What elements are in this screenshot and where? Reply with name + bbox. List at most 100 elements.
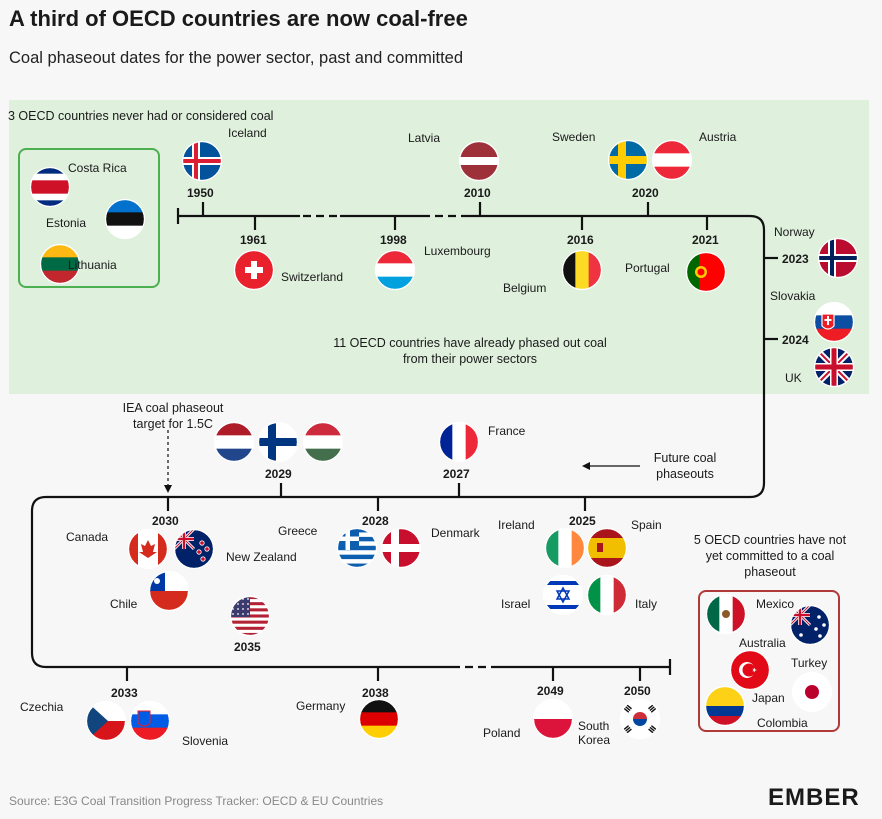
flag-japan-icon (791, 671, 833, 713)
label-lithuania: Lithuania (68, 258, 117, 272)
label-uk: UK (785, 371, 802, 385)
flag-italy-icon (586, 574, 628, 616)
flag-israel-icon (542, 574, 584, 616)
flag-czechia-icon (85, 700, 127, 742)
year-2025: 2025 (569, 514, 596, 528)
label-slovakia-2024: Slovakia (770, 289, 816, 303)
flag-germany-icon (358, 698, 400, 740)
label-greece: Greece (278, 524, 318, 538)
label-mexico: Mexico (756, 597, 795, 611)
label-new-zealand: New Zealand (226, 550, 297, 564)
label-poland: Poland (483, 726, 521, 740)
label-france: France (488, 424, 526, 438)
year-2016: 2016 (567, 233, 594, 247)
year-1998: 1998 (380, 233, 407, 247)
flag-switzerland-icon (233, 249, 275, 291)
flag-ireland-icon (544, 527, 586, 569)
year-2021: 2021 (692, 233, 719, 247)
label-japan: Japan (752, 691, 785, 705)
flag-finland-icon (257, 421, 299, 463)
year-2038: 2038 (362, 686, 389, 700)
flag-new-zealand-icon (173, 528, 215, 570)
year-2023: 2023 (782, 252, 809, 266)
future-note: Future coal phaseouts (653, 451, 717, 481)
flag-luxembourg-icon (374, 249, 416, 291)
label-switzerland: Switzerland (281, 270, 344, 284)
flag-latvia-icon (458, 140, 500, 182)
flag-chile-icon (148, 570, 190, 612)
label-iceland: Iceland (228, 126, 267, 140)
flag-norway-icon (817, 237, 859, 279)
label-czechia: Czechia (20, 700, 64, 714)
label-south-korea: South Korea (578, 719, 611, 747)
phased-out-note: 11 OECD countries have already phased ou… (333, 336, 607, 366)
year-2010: 2010 (464, 186, 491, 200)
label-belgium: Belgium (503, 281, 547, 295)
never-coal-box (18, 148, 160, 288)
label-latvia: Latvia (408, 131, 441, 145)
flag-poland-icon (532, 698, 574, 740)
flag-colombia-icon (704, 685, 746, 727)
flag-usa-icon (229, 595, 271, 637)
label-denmark: Denmark (431, 526, 480, 540)
flag-portugal-icon (685, 251, 727, 293)
label-colombia: Colombia (757, 716, 808, 730)
iea-note: IEA coal phaseout target for 1.5C (122, 401, 224, 431)
flag-slovakia-icon (813, 301, 855, 343)
label-spain: Spain (631, 518, 662, 532)
page-title: A third of OECD countries are now coal-f… (9, 6, 468, 31)
label-portugal: Portugal (625, 261, 670, 275)
flag-lithuania-icon (39, 243, 81, 285)
label-chile: Chile (110, 597, 138, 611)
flag-uk-icon (813, 346, 855, 388)
label-slovenia: Slovenia (182, 734, 229, 748)
label-australia: Australia (739, 636, 786, 650)
label-canada: Canada (66, 530, 109, 544)
year-2050: 2050 (624, 684, 651, 698)
flag-netherlands-icon (213, 421, 255, 463)
flag-france-icon (438, 421, 480, 463)
page-subtitle: Coal phaseout dates for the power sector… (9, 49, 464, 67)
year-2049: 2049 (537, 684, 564, 698)
future-arrow (582, 462, 640, 470)
not-committed-label: 5 OECD countries have not yet committed … (693, 533, 847, 579)
flag-spain-icon (586, 527, 628, 569)
label-ireland: Ireland (498, 518, 535, 532)
flag-costa-rica-icon (29, 166, 71, 208)
flag-estonia-icon (104, 198, 146, 240)
year-1961: 1961 (240, 233, 267, 247)
label-norway: Norway (774, 225, 815, 239)
year-2029: 2029 (265, 467, 292, 481)
never-coal-label: 3 OECD countries never had or considered… (8, 109, 274, 123)
label-luxembourg: Luxembourg (424, 244, 491, 258)
flag-belgium-icon (561, 249, 603, 291)
year-2027: 2027 (443, 467, 470, 481)
label-italy: Italy (635, 597, 658, 611)
label-germany: Germany (296, 699, 346, 713)
not-committed-box (698, 590, 840, 732)
flag-australia-icon (789, 604, 831, 646)
flag-austria-icon (651, 139, 693, 181)
iea-arrow (164, 430, 172, 493)
flag-sweden-icon (607, 139, 649, 181)
year-2033: 2033 (111, 686, 138, 700)
flags-group (29, 139, 859, 742)
flag-hungary-icon (302, 421, 344, 463)
label-costa-rica: Costa Rica (68, 161, 127, 175)
flag-greece-icon (336, 527, 378, 569)
label-sweden: Sweden (552, 130, 596, 144)
label-estonia: Estonia (46, 216, 87, 230)
label-israel: Israel (501, 597, 531, 611)
timeline-lines (30, 202, 778, 681)
flag-canada-icon (127, 528, 169, 570)
year-2020: 2020 (632, 186, 659, 200)
ember-logo: EMBER (768, 784, 860, 811)
flag-iceland-icon (181, 140, 223, 182)
year-2030: 2030 (152, 514, 179, 528)
year-2024: 2024 (782, 333, 809, 347)
flag-turkey-icon (729, 649, 771, 691)
flag-slovenia-icon (129, 700, 171, 742)
label-turkey: Turkey (791, 656, 828, 670)
flag-mexico-icon (705, 593, 747, 635)
